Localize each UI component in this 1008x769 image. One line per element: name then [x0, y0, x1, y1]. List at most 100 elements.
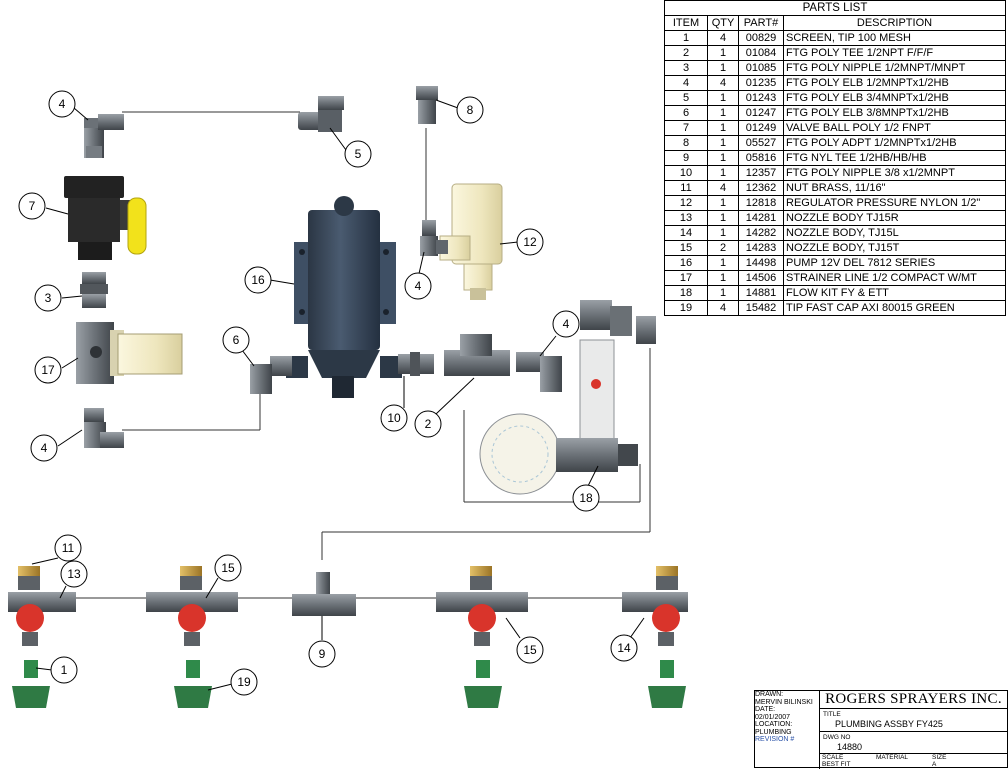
cell-qty: 1 [707, 285, 739, 301]
cell-description: NOZZLE BODY TJ15R [783, 210, 1006, 226]
header-item: ITEM [664, 15, 708, 31]
revision-label: REVISION # [755, 736, 795, 743]
company-name: ROGERS SPRAYERS INC. [820, 691, 1007, 709]
elbow-fitting-6 [250, 356, 292, 394]
cell-description: FTG POLY ELB 3/4MNPTx1/2HB [783, 90, 1006, 106]
cell-qty: 4 [707, 75, 739, 91]
callout-8: 8 [456, 96, 484, 124]
svg-text:17: 17 [41, 363, 55, 377]
cell-item: 13 [664, 210, 708, 226]
cell-description: FLOW KIT FY & ETT [783, 285, 1006, 301]
callout-15-left: 15 [214, 554, 242, 582]
tee-fitting-2 [444, 334, 510, 376]
cell-item: 11 [664, 180, 708, 196]
callout-4-regulator: 4 [404, 272, 432, 300]
svg-text:14: 14 [617, 641, 631, 655]
callout-4-top-left: 4 [48, 90, 76, 118]
cell-part: 14881 [738, 285, 784, 301]
cell-item: 12 [664, 195, 708, 211]
drawing-title: PLUMBING ASSBY FY425 [835, 719, 943, 729]
callout-15-right: 15 [516, 636, 544, 664]
callout-16: 16 [244, 266, 272, 294]
cell-qty: 1 [707, 255, 739, 271]
callout-4-bottom-left: 4 [30, 434, 58, 462]
cell-qty: 4 [707, 300, 739, 316]
cell-qty: 1 [707, 60, 739, 76]
size-value: A [932, 761, 937, 768]
callout-4-tee: 4 [552, 310, 580, 338]
pump-16 [286, 196, 402, 398]
svg-text:4: 4 [41, 441, 48, 455]
title-block-bottom: SCALE BEST FIT MATERIAL SIZE A [820, 753, 1007, 768]
callout-11: 11 [54, 534, 82, 562]
callout-7: 7 [18, 192, 46, 220]
ball-valve-7 [64, 176, 147, 260]
callout-9: 9 [308, 640, 336, 668]
cell-part: 14281 [738, 210, 784, 226]
svg-text:9: 9 [319, 647, 326, 661]
svg-text:16: 16 [251, 273, 265, 287]
cell-part: 01243 [738, 90, 784, 106]
svg-text:19: 19 [237, 675, 251, 689]
nipple-fitting-10 [398, 352, 434, 376]
svg-text:2: 2 [425, 417, 432, 431]
cell-qty: 1 [707, 270, 739, 286]
callout-6: 6 [222, 326, 250, 354]
header-qty: QTY [707, 15, 739, 31]
cell-qty: 1 [707, 90, 739, 106]
cell-item: 19 [664, 300, 708, 316]
title-block: DRAWN: MERVIN BILINSKI DATE: 02/01/2007 … [754, 690, 1008, 769]
cell-qty: 1 [707, 150, 739, 166]
cell-item: 18 [664, 285, 708, 301]
cell-description: FTG POLY NIPPLE 1/2MNPT/MNPT [783, 60, 1006, 76]
title-label: TITLE [823, 711, 841, 718]
material-label: MATERIAL [876, 754, 909, 761]
callout-leaders [31, 99, 645, 691]
elbow-fitting-4-bottom [84, 408, 124, 448]
cell-description: FTG POLY TEE 1/2NPT F/F/F [783, 45, 1006, 61]
svg-text:1: 1 [61, 663, 68, 677]
cell-item: 16 [664, 255, 708, 271]
svg-text:5: 5 [355, 147, 362, 161]
nozzle-assembly-15-left [146, 566, 238, 708]
flow-kit-18 [479, 300, 656, 495]
cell-item: 10 [664, 165, 708, 181]
svg-text:15: 15 [221, 561, 235, 575]
adapter-8 [416, 86, 438, 124]
scale-label: SCALE [822, 754, 844, 761]
tee-fitting-9 [292, 572, 356, 616]
cell-description: REGULATOR PRESSURE NYLON 1/2" [783, 195, 1006, 211]
cell-part: 14283 [738, 240, 784, 256]
nipple-fitting-3 [80, 272, 108, 308]
date-value: 02/01/2007 [755, 713, 791, 721]
cell-item: 4 [664, 75, 708, 91]
cell-qty: 4 [707, 180, 739, 196]
cell-item: 6 [664, 105, 708, 121]
cell-item: 7 [664, 120, 708, 136]
drawn-label: DRAWN: [755, 691, 784, 698]
callout-2: 2 [414, 410, 442, 438]
callout-18: 18 [572, 484, 600, 512]
location-value: PLUMBING [755, 728, 792, 736]
cell-description: FTG POLY ELB 3/8MNPTx1/2HB [783, 105, 1006, 121]
callout-12: 12 [516, 228, 544, 256]
cell-part: 01249 [738, 120, 784, 136]
cell-item: 15 [664, 240, 708, 256]
scale-value: BEST FIT [822, 761, 851, 768]
cell-description: FTG NYL TEE 1/2HB/HB/HB [783, 150, 1006, 166]
svg-text:3: 3 [45, 291, 52, 305]
cell-part: 15482 [738, 300, 784, 316]
nozzle-assembly-15-right [436, 566, 528, 708]
